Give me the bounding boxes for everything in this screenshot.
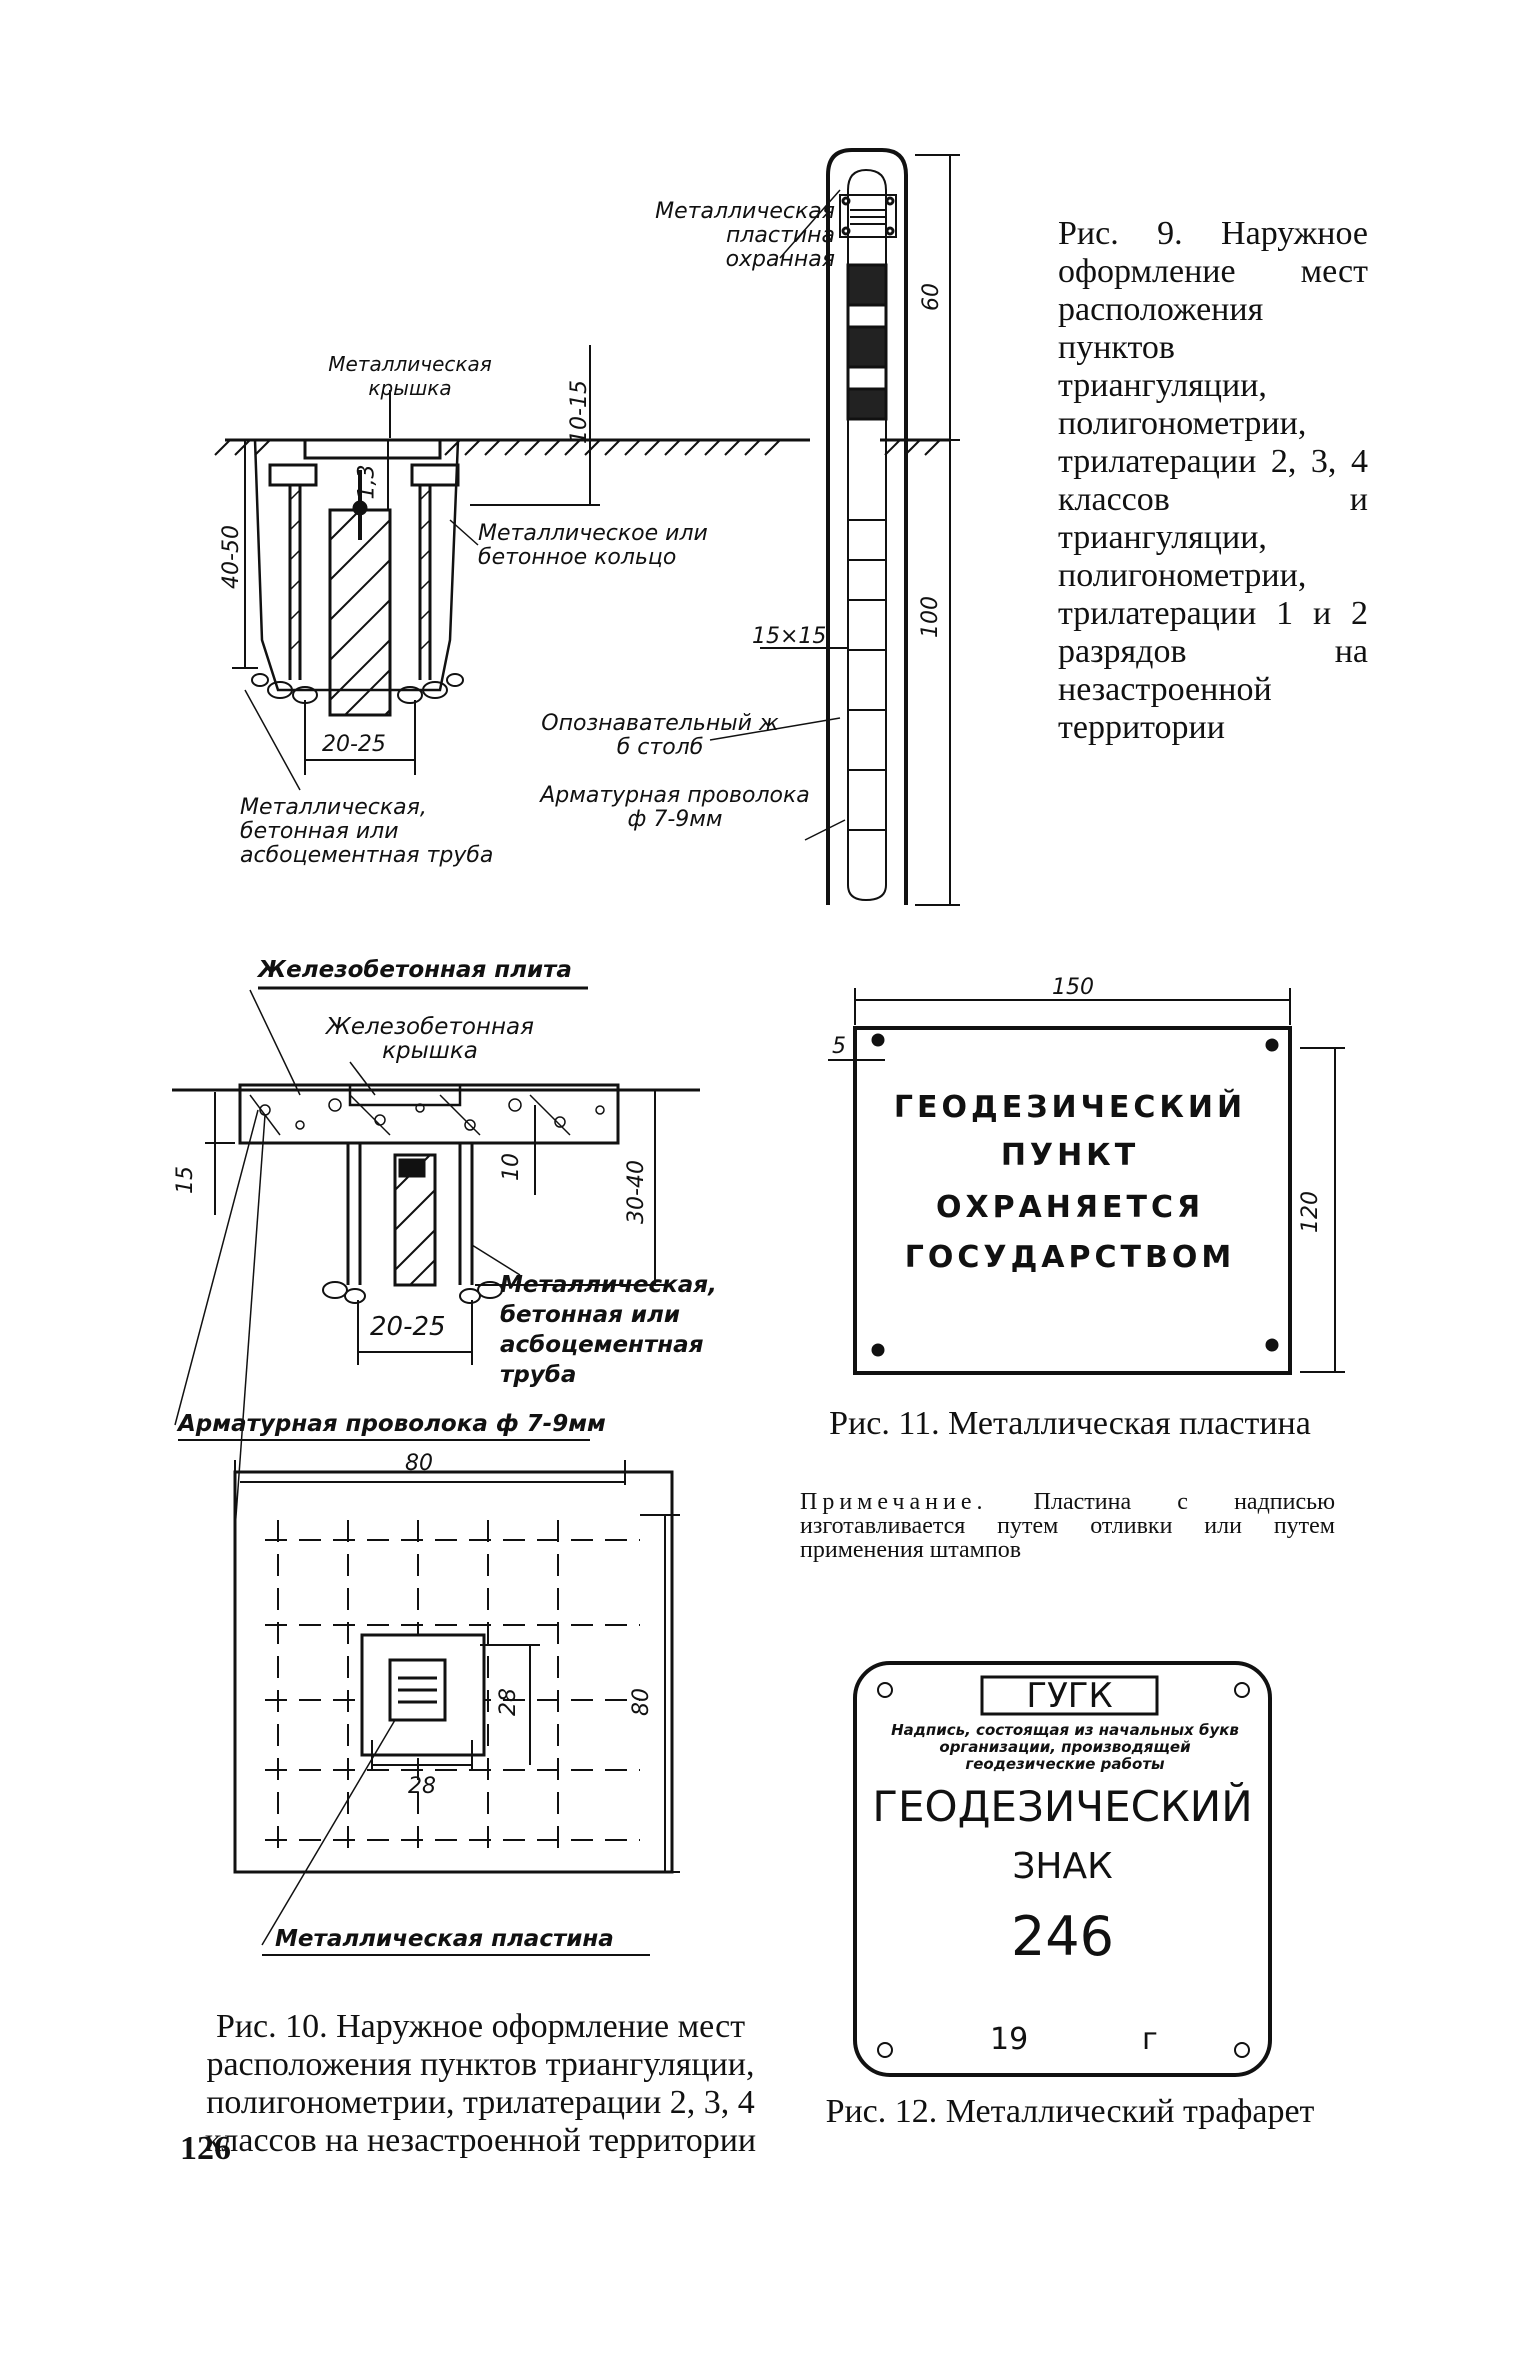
fig10-label-wire: Арматурная проволока ф 7-9мм	[178, 1411, 606, 1437]
fig10-caption: Рис. 10. Наружное оформление мест распол…	[204, 2008, 757, 2159]
fig9-dim-20-25: 20-25	[322, 732, 386, 757]
fig11-dim-5: 5	[832, 1034, 846, 1059]
fig12-title-line2: ЗНАК	[1012, 1846, 1113, 1887]
fig11-plate-line-2: ПУНКТ	[1000, 1138, 1140, 1173]
fig9-dim-15x15: 15×15	[752, 624, 827, 649]
fig12-year-prefix: 19	[990, 2022, 1029, 2057]
fig10-dim-80-top: 80	[405, 1451, 433, 1476]
fig9-label-plate: Металлическая пластина охранная	[655, 199, 835, 272]
page-number: 126	[180, 2130, 231, 2167]
fig10-dim-28-bottom: 28	[408, 1774, 436, 1799]
fig9-caption: Рис. 9. Наружное оформление мест располо…	[1058, 215, 1368, 746]
fig9-label-cap: Металлическая крышка	[328, 352, 492, 400]
fig10-label-lid: Железобетонная крышка	[326, 1014, 534, 1064]
fig11-note: Примечание. Пластина с надписью изготавл…	[800, 1490, 1335, 1562]
fig11-plate-line-3: ОХРАНЯЕТСЯ	[935, 1190, 1205, 1225]
fig10-dim-20-25: 20-25	[370, 1312, 446, 1342]
fig10-label-plate: Металлическая пластина	[275, 1926, 614, 1952]
fig11-note-label: Примечание.	[800, 1489, 988, 1515]
fig12-org: ГУГК	[1026, 1676, 1113, 1716]
fig12-org-note: Надпись, состоящая из начальных букв орг…	[891, 1721, 1239, 1773]
fig12-year-suffix: г	[1142, 2022, 1158, 2057]
fig10-label-pipe: Металлическая, бетонная или асбоцементна…	[500, 1272, 717, 1388]
fig11-plate-line-4: ГОСУДАРСТВОМ	[904, 1240, 1236, 1275]
fig9-label-pillar: Опознавательный ж б столб	[541, 711, 779, 760]
fig10-label-slab: Железобетонная плита	[258, 957, 572, 983]
fig11-plate-line-1: ГЕОДЕЗИЧЕСКИЙ	[893, 1090, 1247, 1125]
fig9-drawing	[214, 148, 960, 906]
fig11-caption: Рис. 11. Металлическая пластина	[829, 1405, 1311, 1442]
fig9-label-ring: Металлическое или бетонное кольцо	[478, 521, 708, 570]
fig9-label-pipe: Металлическая, бетонная или асбоцементна…	[240, 795, 494, 868]
fig12-number: 246	[1010, 1905, 1115, 1968]
fig11-note-text: Пластина с надписью изготавливается путе…	[800, 1489, 1336, 1563]
fig9-label-wire: Арматурная проволока ф 7-9мм	[540, 783, 810, 832]
fig12-title-line1: ГЕОДЕЗИЧЕСКИЙ	[872, 1782, 1253, 1831]
fig12-caption: Рис. 12. Металлический трафарет	[825, 2093, 1315, 2130]
fig11-dim-150: 150	[1052, 975, 1094, 1000]
